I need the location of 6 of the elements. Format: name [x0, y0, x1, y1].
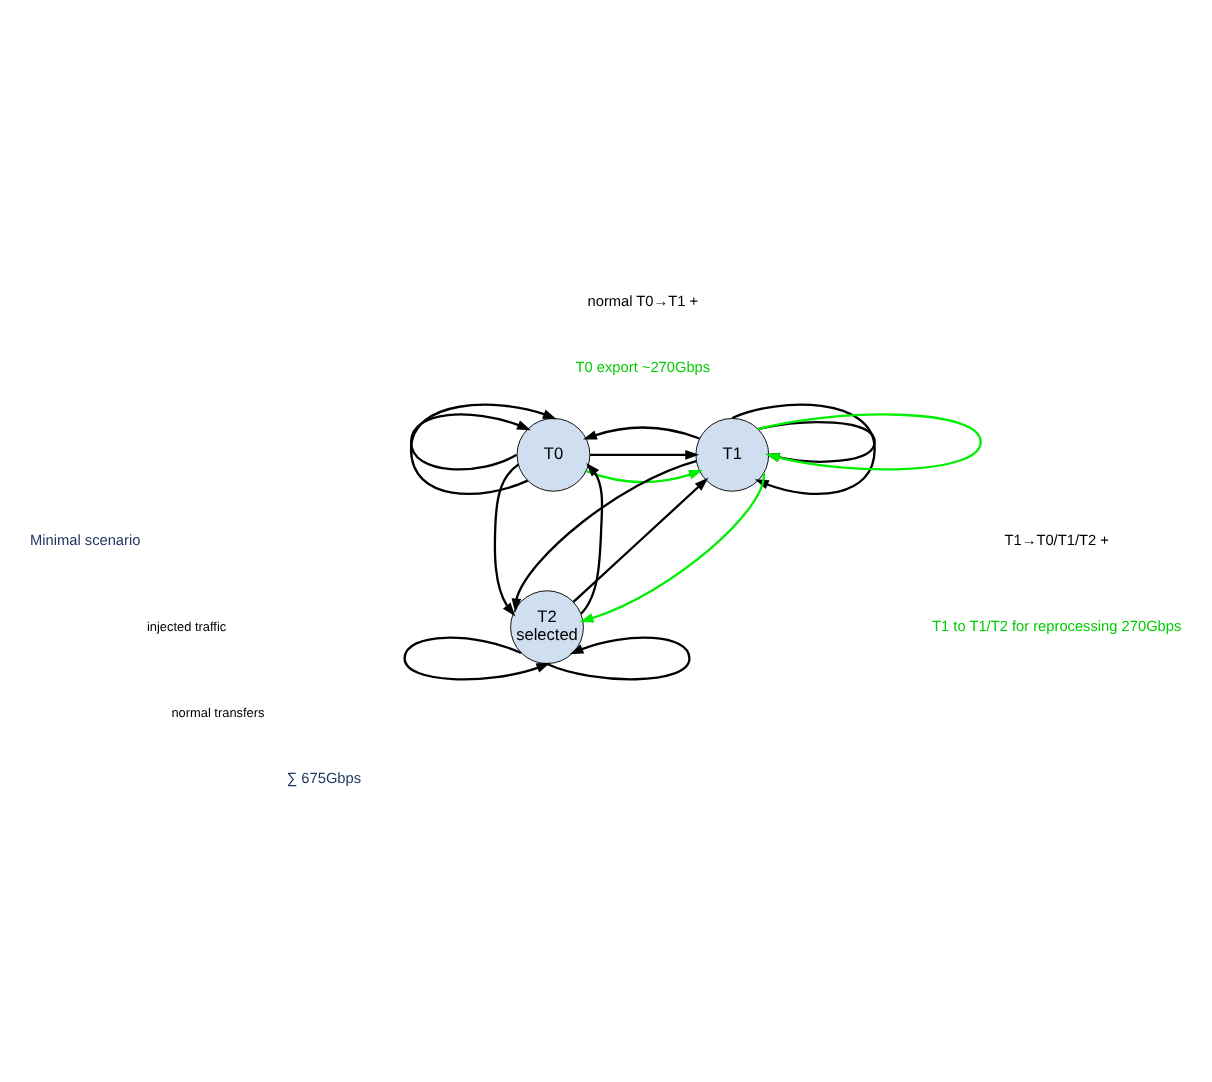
label: ∑ 675Gbps — [286, 769, 362, 788]
label: Minimal scenario — [30, 530, 141, 549]
label: T1 to T1/T2 for reprocessing 270Gbps — [932, 616, 1182, 635]
label: normal T0→T1 + — [587, 291, 699, 310]
label: T0 export ~270Gbps — [575, 358, 711, 377]
label: T1→T0/T1/T2 + — [1004, 530, 1109, 549]
